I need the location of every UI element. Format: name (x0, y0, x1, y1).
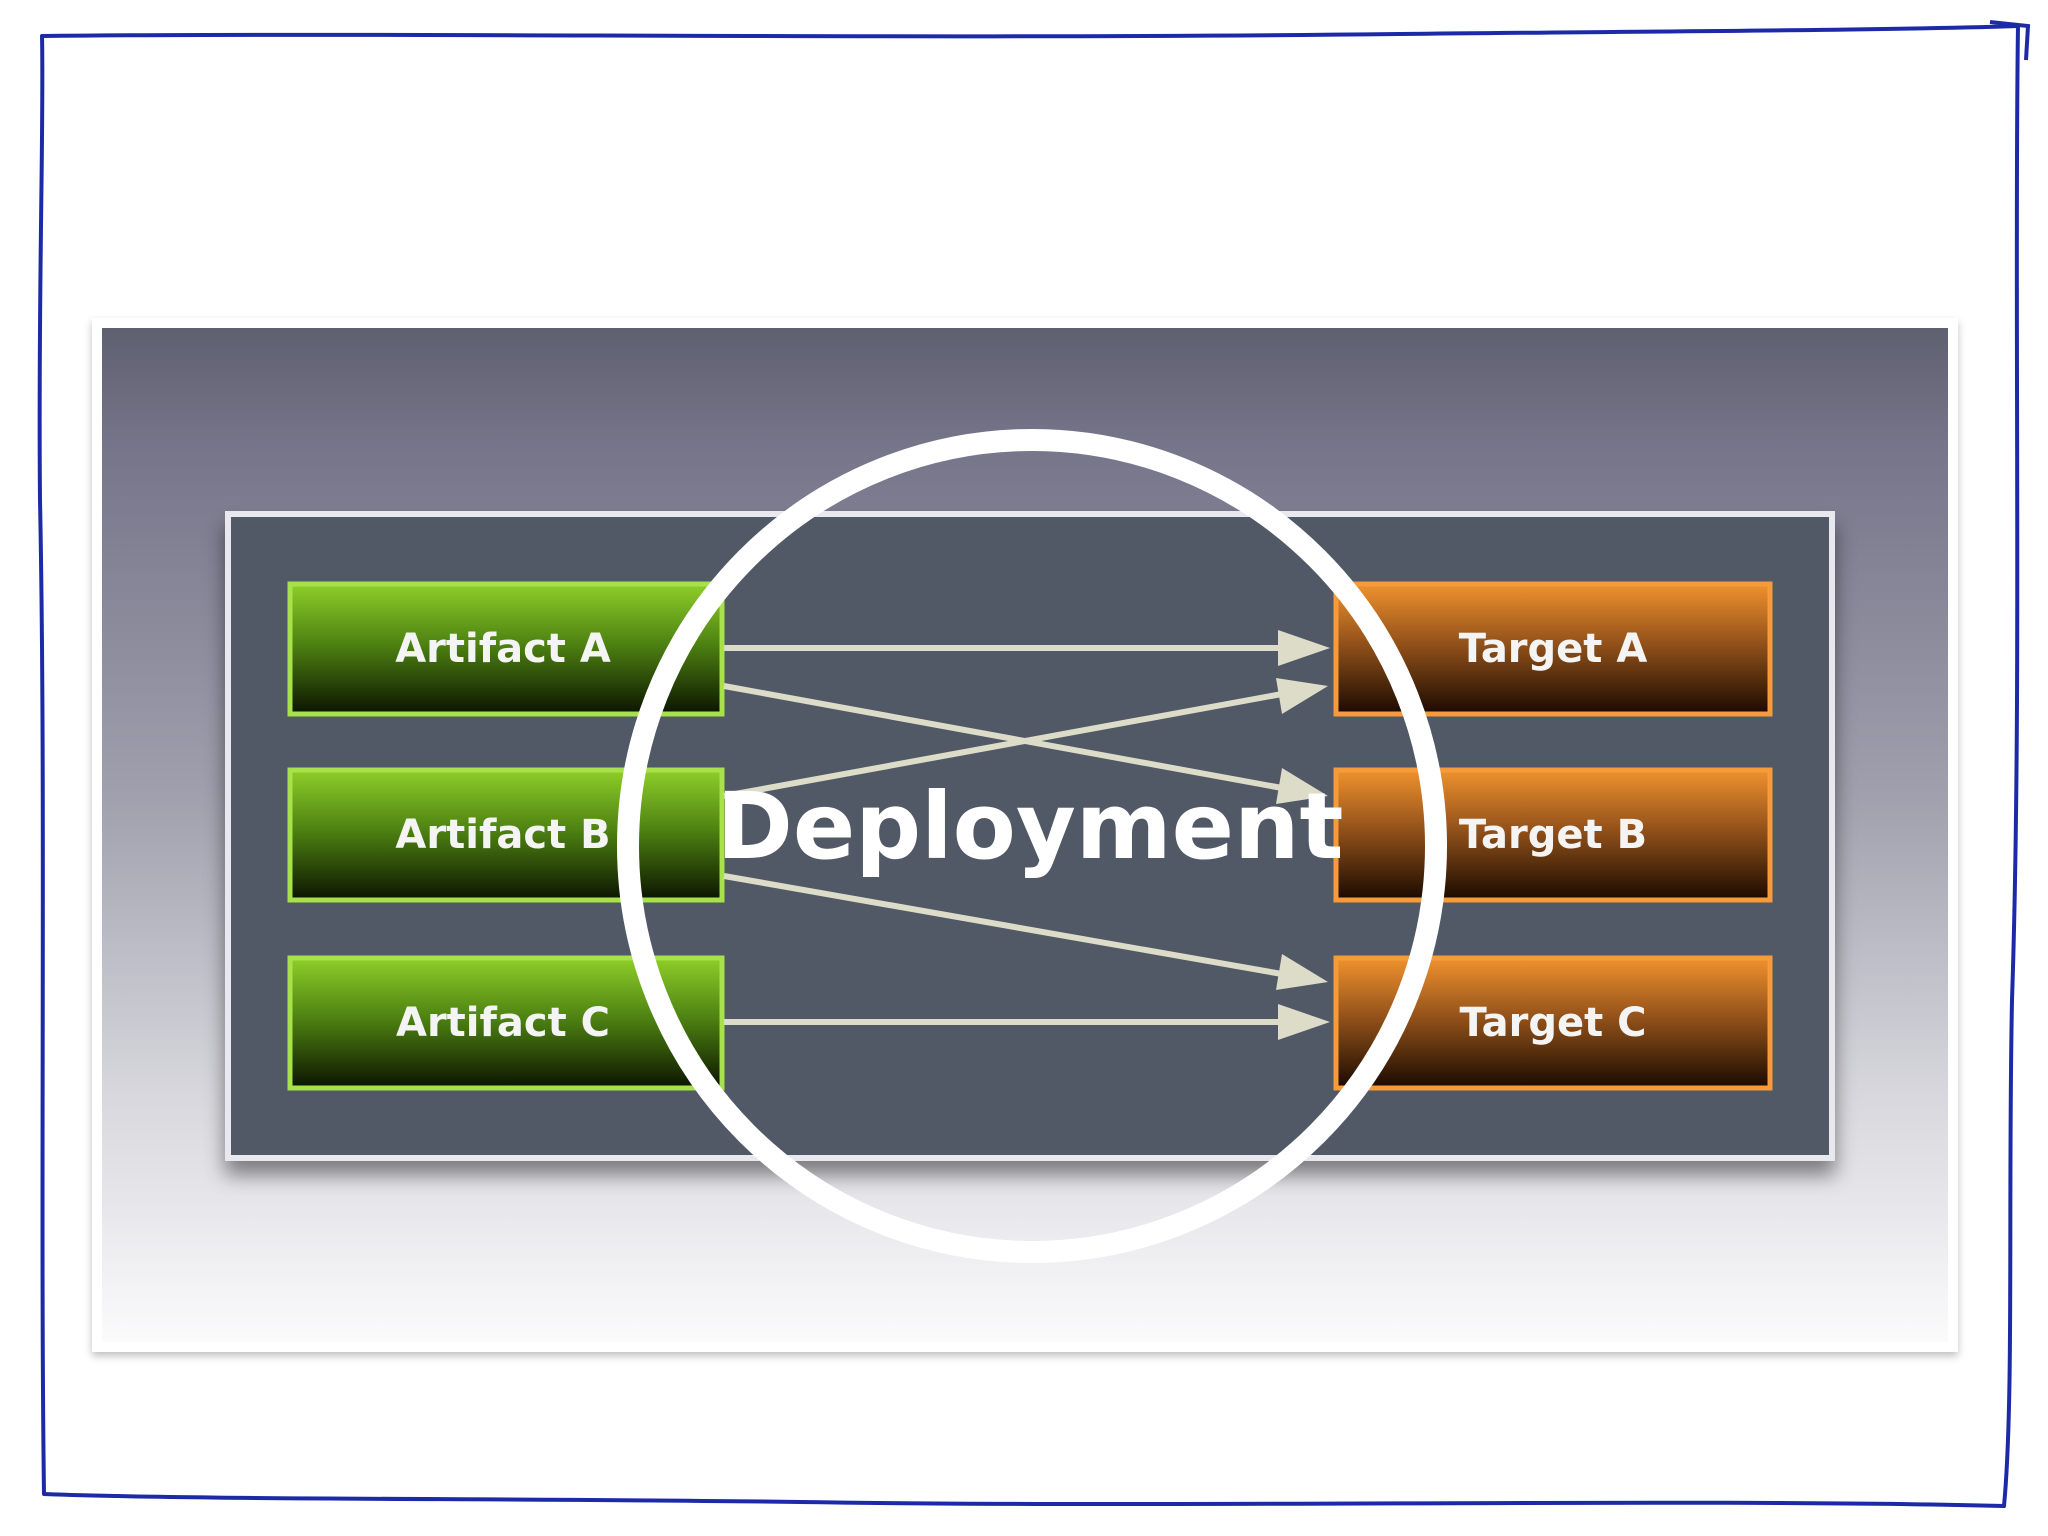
target-b-box: Target B (1333, 767, 1773, 903)
target-a-label: Target A (1459, 626, 1648, 672)
sketch-frame-corner (1989, 20, 2031, 61)
connection-arrows (723, 630, 1330, 1040)
arrow-artifact-a-to-target-a (724, 630, 1330, 666)
arrow-artifact-b-to-target-a (723, 678, 1328, 799)
artifact-b-box: Artifact B (287, 767, 725, 903)
arrow-artifact-c-to-target-c (724, 1004, 1330, 1040)
sketch-frame (37, 24, 2020, 1508)
target-c-label: Target C (1459, 1000, 1646, 1046)
target-b-label: Target B (1459, 812, 1647, 858)
artifact-c-label: Artifact C (396, 1000, 610, 1046)
artifact-a-box: Artifact A (287, 581, 725, 717)
arrow-artifact-a-to-target-b (723, 683, 1328, 804)
arrow-artifact-b-to-target-c (723, 873, 1328, 990)
artifact-a-label: Artifact A (395, 626, 611, 672)
artifact-b-label: Artifact B (395, 812, 610, 858)
deployment-highlight-circle (617, 429, 1447, 1263)
deployment-label: Deployment (716, 773, 1343, 880)
